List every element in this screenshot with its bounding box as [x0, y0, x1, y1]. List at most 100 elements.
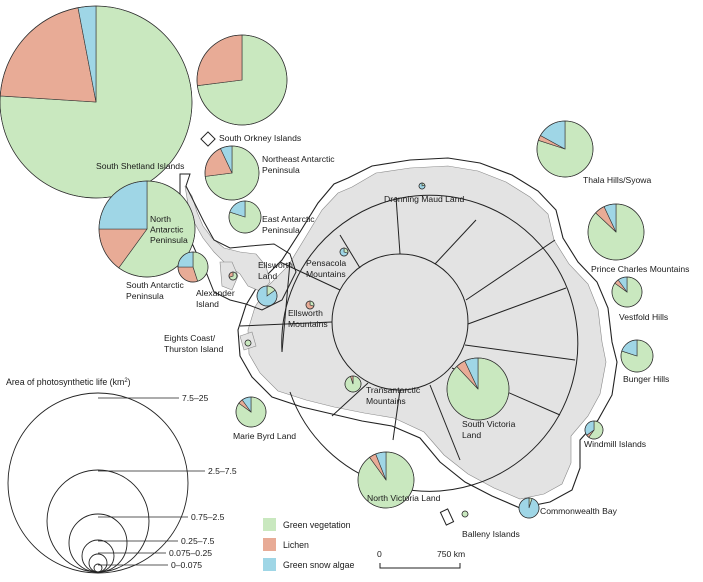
pie-outline: [584, 420, 604, 440]
continent: [247, 165, 607, 500]
pie-outline: [339, 247, 349, 257]
size-class-label: 0.25–7.5: [181, 536, 215, 546]
legend-circle: [46, 469, 150, 573]
legend-circle: [88, 553, 108, 573]
size-legend: Area of photosynthetic life (km2) 7.5–25…: [6, 377, 237, 570]
pie-commonwealth-bay: [518, 497, 540, 519]
sector-line: [339, 234, 361, 269]
pie-vestfold-hills: [611, 276, 643, 308]
legend-label-green-vegetation: Green vegetation: [283, 520, 351, 530]
pie-transantarctic-mountains: [344, 375, 362, 393]
scale-bar-end: 750 km: [437, 549, 465, 559]
pie-south-orkney-islands: [196, 34, 288, 126]
size-class-label: 7.5–25: [182, 393, 209, 403]
balleny-outline: [439, 508, 455, 526]
pie-outline: [177, 251, 209, 283]
pie-north-antarctic-peninsula: [98, 180, 196, 278]
label-bunger: Bunger Hills: [623, 374, 669, 384]
pie-eights-coast-thurston-island: [244, 339, 252, 347]
label-balleny: Balleny Islands: [462, 529, 520, 539]
sector-line: [331, 382, 369, 417]
pie-pensacola-mountains: [339, 247, 349, 257]
pie-outline: [418, 182, 426, 190]
pie-outline: [244, 339, 252, 347]
pie-outline: [518, 497, 540, 519]
sector-lines: [239, 194, 579, 492]
label-commonwealth-bay: Commonwealth Bay: [540, 506, 618, 516]
pie-outline: [196, 34, 288, 126]
size-legend-circles: [7, 392, 189, 574]
pie-south-victoria-land: [446, 357, 510, 421]
sector-line: [392, 389, 401, 441]
pie-outline: [228, 200, 262, 234]
pie-prince-charles-mountains: [587, 203, 645, 261]
antarctic-peninsula: [184, 185, 271, 293]
label-north-victoria: North Victoria Land: [367, 493, 441, 503]
legend-circle: [7, 392, 189, 574]
scale-bar: 0 750 km: [377, 549, 465, 569]
label-marie-byrd: Marie Byrd Land: [233, 431, 296, 441]
pie-south-shetland-islands: [0, 5, 193, 199]
pie-ellsworth-land: [256, 285, 278, 307]
size-class-label: 2.5–7.5: [208, 466, 237, 476]
pie-windmill-islands: [584, 420, 604, 440]
color-legend: Green vegetation Lichen Green snow algae: [263, 518, 355, 571]
pie-northeast-antarctic-peninsula: [204, 145, 260, 201]
pie-outline: [446, 357, 510, 421]
size-class-label: 0.075–0.25: [169, 548, 212, 558]
pie-ellsworth-mountains: [305, 300, 315, 310]
legend-circle: [93, 563, 103, 573]
sector-line: [465, 239, 556, 301]
label-prince-charles: Prince Charles Mountains: [591, 264, 689, 274]
scale-bar-line: [379, 563, 461, 569]
antarctica-landmass: [179, 157, 618, 509]
size-class-label: 0.75–2.5: [191, 512, 225, 522]
label-south-shetland: South Shetland Islands: [96, 161, 184, 171]
pie-east-antarctic-peninsula: [228, 200, 262, 234]
sector-line: [429, 384, 461, 461]
island-outlines: [200, 131, 455, 526]
label-vestfold: Vestfold Hills: [619, 312, 668, 322]
pie-outline: [98, 180, 196, 278]
label-dronning-maud: Dronning Maud Land: [384, 194, 464, 204]
legend-label-green-snow-algae: Green snow algae: [283, 560, 355, 570]
pie-outline: [204, 145, 260, 201]
pie-outline: [536, 120, 594, 178]
pie-thala-hills-syowa: [536, 120, 594, 178]
scale-bar-start: 0: [377, 549, 382, 559]
legend-swatch-green-vegetation: [263, 518, 276, 531]
legend-circle: [68, 513, 128, 573]
label-eights-coast: Eights Coast/Thurston Island: [164, 333, 223, 354]
slice-lichen: [196, 34, 243, 86]
sector-line: [281, 261, 291, 353]
pie-outline: [461, 510, 469, 518]
pie-charts: [0, 5, 654, 519]
pie-outline: [587, 203, 645, 261]
sector-line: [464, 344, 576, 361]
legend-circle: [81, 539, 115, 573]
pie-marie-byrd-land: [235, 396, 267, 428]
pie-outline: [235, 396, 267, 428]
pie-outline: [228, 271, 238, 281]
sector-line: [395, 196, 401, 255]
legend-label-lichen: Lichen: [283, 540, 309, 550]
pie-outline: [611, 276, 643, 308]
region-labels: South Shetland Islands South Orkney Isla…: [96, 133, 689, 539]
label-thala: Thala Hills/Syowa: [583, 175, 652, 185]
pie-outline: [0, 5, 193, 199]
pie-north-victoria-land: [357, 451, 415, 509]
pie-alexander-island: [228, 271, 238, 281]
pie-outline: [357, 451, 415, 509]
pie-bunger-hills: [620, 339, 654, 373]
label-south-orkney: South Orkney Islands: [219, 133, 301, 143]
pie-balleny-islands: [461, 510, 469, 518]
